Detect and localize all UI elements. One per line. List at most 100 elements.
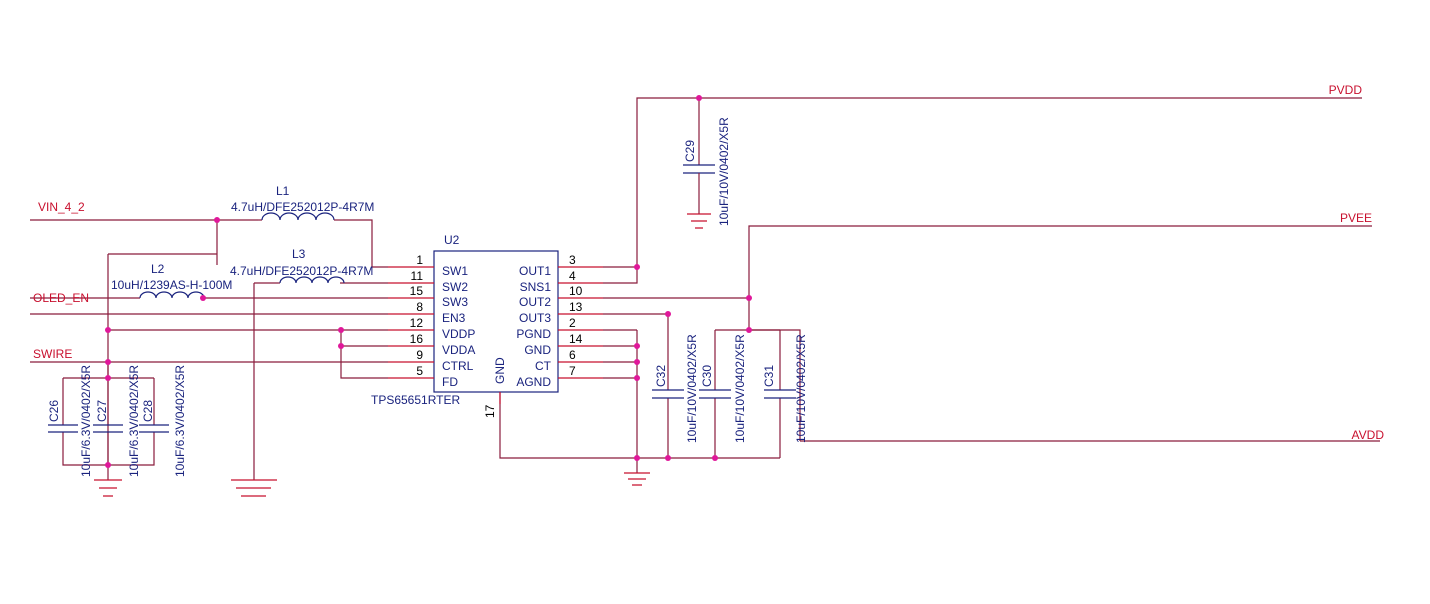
- junction-dot: [665, 311, 671, 317]
- junction-dot: [105, 359, 111, 365]
- junction-dot: [746, 327, 752, 333]
- junction-dot: [338, 327, 344, 333]
- junction-dot: [200, 295, 206, 301]
- pin-num: 11: [411, 269, 424, 283]
- capacitor-ref: C27: [95, 400, 109, 422]
- ic-gnd-pin-name: GND: [493, 357, 507, 384]
- capacitor-ref: C31: [762, 365, 776, 387]
- pin-name: CT: [535, 359, 552, 373]
- ground-incaps: [94, 479, 122, 497]
- inductor-coil: [261, 212, 335, 221]
- wire-pvee: [748, 225, 1372, 330]
- pin-num: 2: [569, 316, 576, 330]
- net-labels: PVDD PVEE AVDD VIN_4_2 OLED_EN SWIRE: [33, 83, 1384, 442]
- capacitor-c31: C31 10uF/10V/0402/X5R: [762, 334, 808, 443]
- wire-out1-sns1: [603, 266, 638, 284]
- inductor-ref: L3: [292, 247, 306, 261]
- pin-num: 12: [410, 316, 424, 330]
- capacitor-plates: [699, 389, 731, 399]
- capacitor-value: 10uF/10V/0402/X5R: [794, 334, 808, 443]
- capacitor-c29: C29 10uF/10V/0402/X5R: [683, 117, 731, 226]
- capacitor-plates: [764, 389, 796, 399]
- net-label-pvee: PVEE: [1340, 211, 1372, 225]
- wire-caps-bottom: [667, 398, 781, 458]
- pin-num: 16: [410, 332, 424, 346]
- pin-num: 9: [416, 348, 423, 362]
- capacitor-value: 10uF/6.3V/0402/X5R: [79, 365, 93, 477]
- pin-name: OUT1: [519, 264, 551, 278]
- left-pin-lines: [388, 266, 434, 379]
- capacitor-plates: [683, 164, 715, 174]
- junction-dot: [338, 343, 344, 349]
- capacitor-plates: [48, 424, 78, 433]
- pin-name: PGND: [516, 327, 551, 341]
- wire-ic-gnd: [499, 392, 780, 459]
- pin-name: CTRL: [442, 359, 474, 373]
- junction-dot: [214, 217, 220, 223]
- inductor-value: 4.7uH/DFE252012P-4R7M: [230, 264, 373, 278]
- ground-icon: [624, 472, 650, 486]
- capacitor-ref: C30: [700, 365, 714, 387]
- capacitor-plates: [139, 424, 169, 433]
- capacitor-c27: C27 10uF/6.3V/0402/X5R: [93, 365, 141, 477]
- pin-name: GND: [524, 343, 551, 357]
- wire-c30-c31-top: [714, 329, 781, 390]
- ground-c29: [687, 213, 711, 229]
- ic-part: TPS65651RTER: [371, 393, 460, 407]
- ic-right-pins: 3 4 10 13 2 14 6 7 OUT1 SNS1 OUT2 OUT3 P…: [516, 253, 603, 389]
- net-label-vin: VIN_4_2: [38, 200, 85, 214]
- capacitor-ref: C32: [654, 365, 668, 387]
- pin-name: OUT2: [519, 295, 551, 309]
- ic-u2: U2 TPS65651RTER GND 17 1 11 15 8 12 16 9…: [371, 233, 603, 418]
- inductor-value: 10uH/1239AS-H-100M: [111, 278, 232, 292]
- junction-dot: [634, 343, 640, 349]
- junction-dot: [634, 375, 640, 381]
- ic-ref: U2: [444, 233, 460, 247]
- pin-name: FD: [442, 375, 458, 389]
- junction-dot: [105, 462, 111, 468]
- pin-num: 6: [569, 348, 576, 362]
- junctions: [105, 95, 752, 468]
- pin-name: SW2: [442, 280, 468, 294]
- pin-name: EN3: [442, 311, 466, 325]
- pin-num: 1: [416, 253, 423, 267]
- pin-num: 3: [569, 253, 576, 267]
- capacitor-c32: C32 10uF/10V/0402/X5R: [652, 334, 699, 443]
- ground-icon: [687, 213, 711, 229]
- junction-dot: [746, 295, 752, 301]
- capacitor-ref: C29: [683, 140, 697, 162]
- pin-name: SW1: [442, 264, 468, 278]
- pin-name: VDDP: [442, 327, 475, 341]
- pin-name: SW3: [442, 295, 468, 309]
- ic-gnd-pin-num: 17: [483, 404, 497, 418]
- pin-name: VDDA: [442, 343, 475, 357]
- ground-l3: [231, 479, 277, 497]
- pin-num: 15: [410, 284, 424, 298]
- capacitor-value: 10uF/6.3V/0402/X5R: [173, 365, 187, 477]
- inductor-l1: L1 4.7uH/DFE252012P-4R7M: [231, 184, 374, 221]
- pin-name: OUT3: [519, 311, 551, 325]
- pin-num: 14: [569, 332, 583, 346]
- capacitor-value: 10uF/10V/0402/X5R: [717, 117, 731, 226]
- capacitor-ref: C28: [141, 400, 155, 422]
- junction-dot: [712, 455, 718, 461]
- capacitor-ref: C26: [47, 400, 61, 422]
- ground-icon: [231, 479, 277, 497]
- junction-dot: [105, 327, 111, 333]
- pin-num: 13: [569, 300, 583, 314]
- junction-dot: [634, 455, 640, 461]
- capacitor-plates: [652, 389, 684, 399]
- wire-gnd-pins: [603, 329, 637, 379]
- pin-name: SNS1: [520, 280, 552, 294]
- net-label-pvdd: PVDD: [1329, 83, 1363, 97]
- wire-vdda-fd: [340, 330, 388, 379]
- wire-pvdd: [636, 97, 1362, 267]
- pin-num: 8: [416, 300, 423, 314]
- capacitor-value: 10uF/10V/0402/X5R: [685, 334, 699, 443]
- capacitor-c28: C28 10uF/6.3V/0402/X5R: [139, 365, 187, 477]
- net-label-avdd: AVDD: [1352, 428, 1385, 442]
- junction-dot: [634, 264, 640, 270]
- capacitor-c30: C30 10uF/10V/0402/X5R: [699, 334, 747, 443]
- capacitor-value: 10uF/10V/0402/X5R: [733, 334, 747, 443]
- ic-left-pins: 1 11 15 8 12 16 9 5 SW1 SW2 SW3 EN3 VDDP…: [388, 253, 475, 389]
